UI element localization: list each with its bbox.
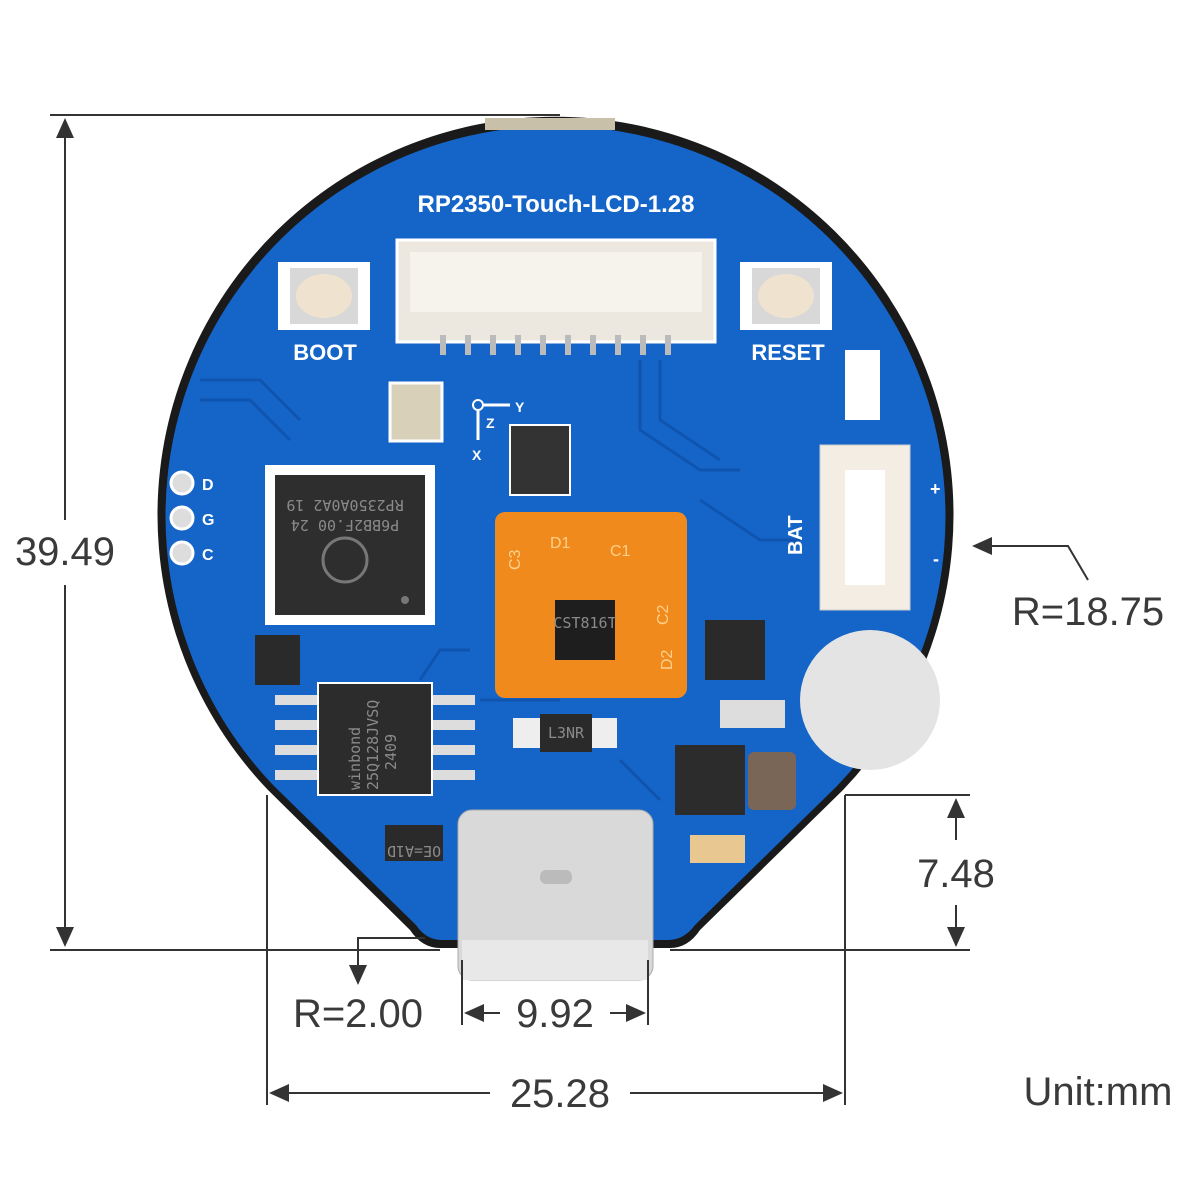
small-ic: OE=A1D (385, 825, 443, 861)
bat-plus-label: + (930, 479, 941, 499)
board-title: RP2350-Touch-LCD-1.28 (418, 191, 695, 218)
touch-ic-text: CST816T (553, 614, 616, 632)
tab-width-dimension: 25.28 (510, 1072, 610, 1116)
imu-chip (509, 424, 571, 496)
touch-controller-window: CST816T D1 C1 C2 C3 D2 (495, 512, 687, 698)
mcu-text-1: RP2350A0A2 19 (286, 496, 403, 514)
pin-label-g: G (202, 512, 214, 529)
label-d2: D2 (659, 649, 676, 670)
boot-label: BOOT (293, 340, 357, 365)
flash-text-3: 2409 (382, 734, 400, 770)
bat-minus-label: - (933, 549, 939, 569)
axis-x-label: X (472, 447, 482, 463)
rp2350-chip: RP2350A0A2 19 P6BB2F.00 24 (265, 465, 435, 625)
reset-button (740, 262, 832, 330)
label-c2: C2 (655, 604, 672, 625)
fpc-edge (485, 118, 615, 130)
label-d1: D1 (550, 535, 571, 552)
axis-z-label: Z (486, 415, 495, 431)
pin-label-c: C (202, 547, 214, 564)
label-c3: C3 (507, 549, 524, 570)
flash-text-1: winbond (346, 727, 364, 790)
height-dimension: 39.49 (15, 530, 115, 574)
pin-header: D G C (169, 470, 214, 566)
battery-connector: BAT + - (785, 444, 941, 611)
power-inductor (748, 752, 796, 810)
pin-label-d: D (202, 477, 214, 494)
mounting-pad (800, 630, 940, 770)
unit-label: Unit:mm (1024, 1070, 1173, 1114)
jumper-header (845, 350, 880, 420)
radius-dimension: R=18.75 (1012, 590, 1164, 634)
lcd-connector (395, 238, 717, 355)
inductor-text: L3NR (548, 724, 585, 742)
axis-indicator: Y Z X (472, 399, 525, 463)
corner-radius-dimension: R=2.00 (293, 992, 423, 1036)
axis-y-label: Y (515, 399, 525, 415)
tab-height-dimension: 7.48 (917, 852, 995, 896)
flash-chip: winbond 25Q128JVSQ 2409 (275, 682, 475, 796)
small-ic-text: OE=A1D (387, 842, 441, 860)
bat-label: BAT (785, 515, 807, 555)
charger-ic (675, 745, 745, 815)
usb-c-port (457, 809, 654, 981)
reset-label: RESET (751, 340, 825, 365)
transistor (255, 635, 300, 685)
label-c1: C1 (610, 543, 631, 560)
diode (705, 620, 765, 680)
dimension-lines (50, 114, 1089, 1105)
inductor: L3NR (513, 714, 617, 752)
capacitor (690, 835, 745, 863)
crystal (388, 381, 444, 443)
usb-width-dimension: 9.92 (516, 992, 594, 1036)
boot-button (278, 262, 370, 330)
capacitor (720, 700, 785, 728)
mcu-text-2: P6BB2F.00 24 (291, 516, 399, 534)
flash-text-2: 25Q128JVSQ (364, 700, 382, 790)
raspberry-logo (321, 536, 369, 584)
